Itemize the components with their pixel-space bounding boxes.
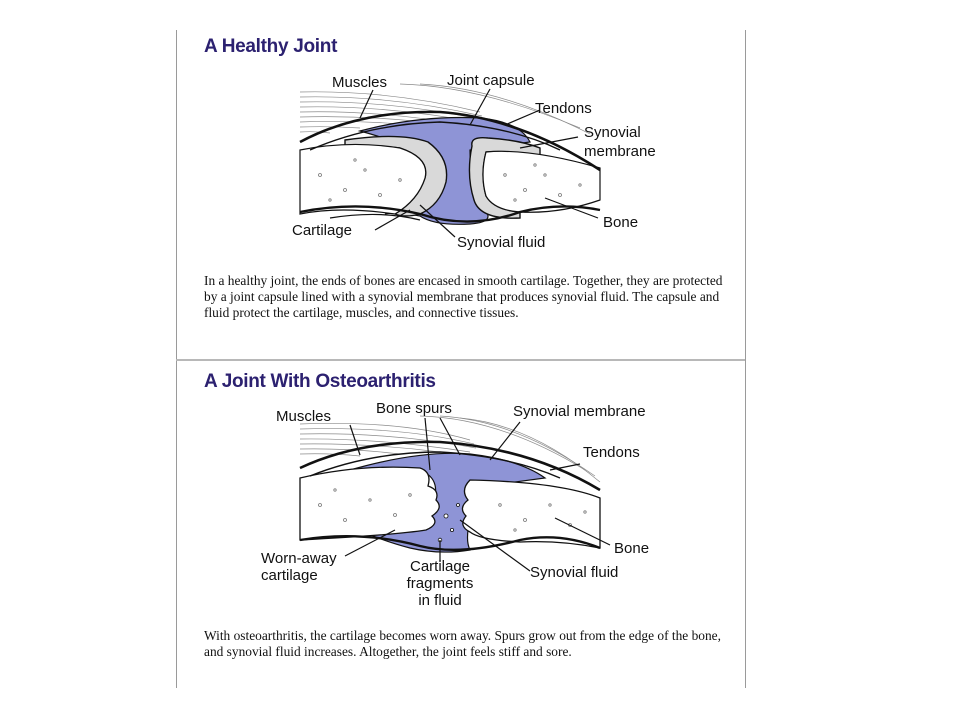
label-cartilage-fragments-line2: fragments bbox=[406, 575, 474, 592]
label-muscles: Muscles bbox=[332, 74, 388, 91]
panel-divider bbox=[176, 359, 745, 361]
label-synovial-fluid-osteo: Synovial fluid bbox=[530, 564, 619, 581]
label-tendons: Tendons bbox=[535, 100, 592, 117]
label-joint-capsule: Joint capsule bbox=[447, 72, 535, 89]
label-bone-osteo: Bone bbox=[614, 540, 650, 557]
label-worn-away-line2: cartilage bbox=[261, 567, 318, 584]
label-bone-spurs: Bone spurs bbox=[376, 400, 452, 417]
healthy-joint-title: A Healthy Joint bbox=[204, 36, 338, 57]
osteoarthritis-caption: With osteoarthritis, the cartilage becom… bbox=[204, 628, 721, 659]
label-muscles-osteo: Muscles bbox=[276, 408, 332, 425]
osteo-leader-lines bbox=[344, 417, 611, 572]
label-cartilage: Cartilage bbox=[292, 222, 353, 239]
label-synovial-membrane-line2: membrane bbox=[584, 143, 656, 160]
label-synovial-fluid: Synovial fluid bbox=[457, 234, 546, 251]
healthy-joint-caption: In a healthy joint, the ends of bones ar… bbox=[204, 273, 723, 320]
healthy-leader-lines bbox=[359, 88, 599, 238]
label-bone: Bone bbox=[603, 214, 639, 231]
label-synovial-membrane-osteo: Synovial membrane bbox=[513, 403, 646, 420]
label-tendons-osteo: Tendons bbox=[583, 444, 640, 461]
label-synovial-membrane-line1: Synovial bbox=[584, 124, 641, 141]
label-cartilage-fragments-line1: Cartilage bbox=[409, 558, 471, 575]
label-cartilage-fragments-line3: in fluid bbox=[418, 592, 462, 609]
healthy-joint-illustration bbox=[299, 83, 601, 225]
label-worn-away-line1: Worn-away bbox=[261, 550, 337, 567]
osteoarthritis-title: A Joint With Osteoarthritis bbox=[204, 371, 436, 392]
